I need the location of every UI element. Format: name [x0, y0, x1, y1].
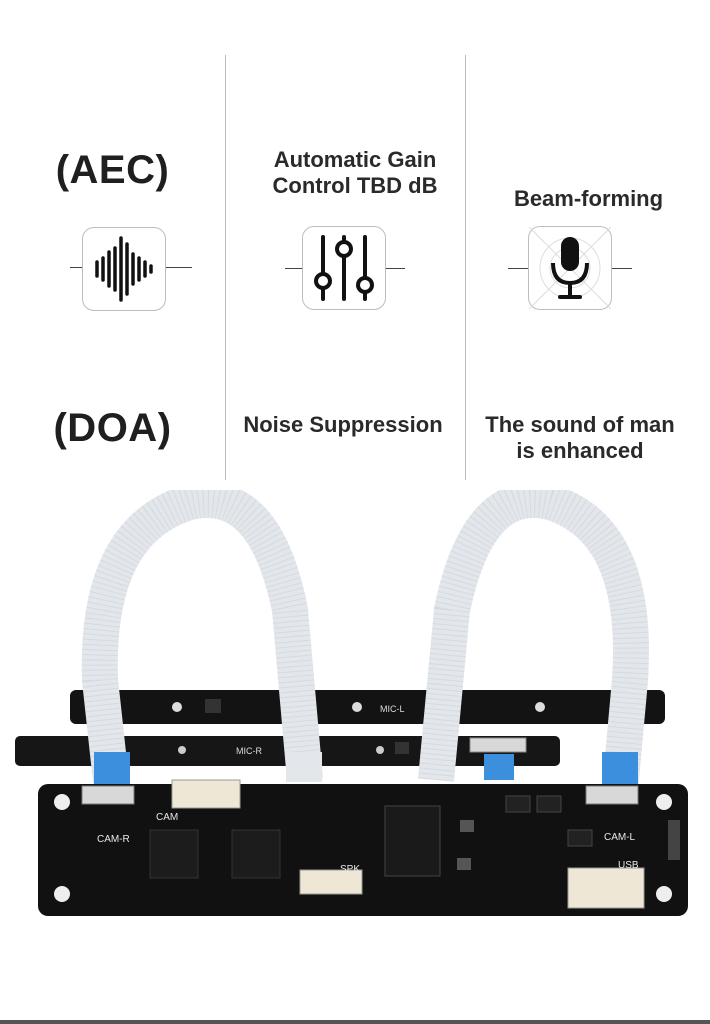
aec-label: (AEC) — [55, 148, 170, 192]
divider-right — [465, 55, 466, 480]
beam-label: Beam-forming — [513, 186, 664, 211]
noise-label: Noise Suppression — [243, 412, 443, 437]
silk-cam: CAM — [156, 812, 178, 823]
voice-label: The sound of man is enhanced — [485, 412, 675, 464]
doa-label: (DOA) — [53, 406, 172, 450]
silk-usb: USB — [618, 860, 639, 871]
mic-l-board — [70, 690, 665, 724]
agc-label: Automatic Gain Control TBD dB — [272, 147, 438, 199]
main-pcb — [38, 784, 688, 916]
silk-cam-r: CAM-R — [97, 834, 130, 845]
waveform-icon — [82, 227, 166, 311]
bottom-bar — [0, 1020, 710, 1024]
silk-spk: SPK — [340, 864, 360, 875]
mic-l-silk: MIC-L — [380, 704, 405, 714]
divider-left — [225, 55, 226, 480]
mic-r-silk: MIC-R — [236, 746, 262, 756]
microphone-icon — [528, 226, 612, 310]
product-photo: MIC-L MIC-R — [0, 490, 710, 950]
sliders-icon — [302, 226, 386, 310]
silk-cam-l: CAM-L — [604, 832, 636, 843]
